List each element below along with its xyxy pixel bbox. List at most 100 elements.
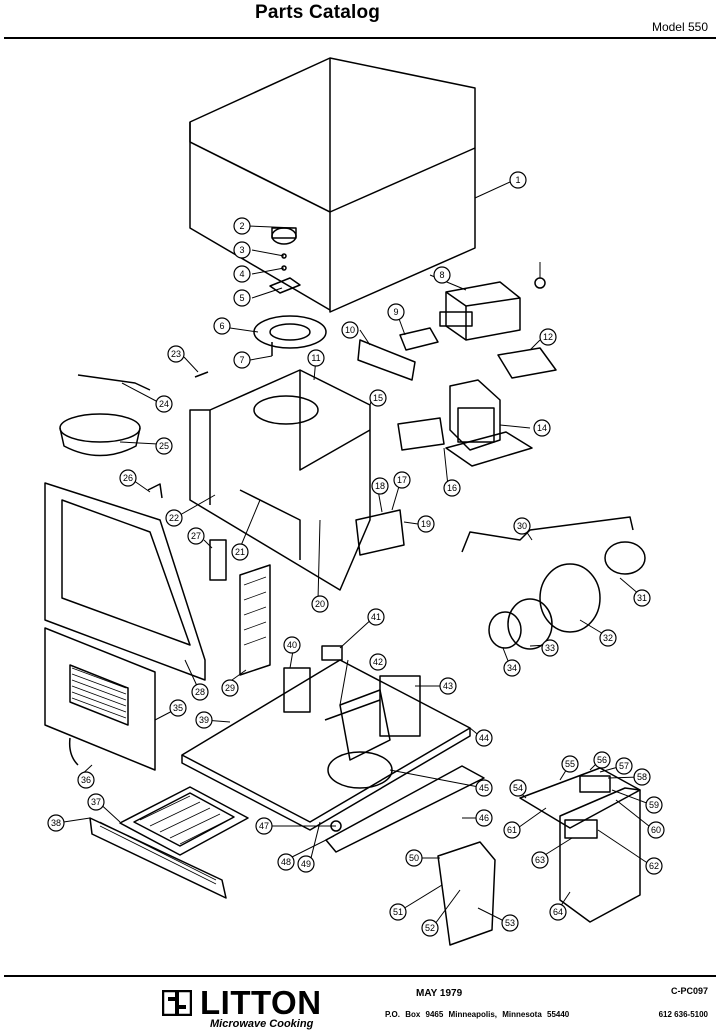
callout-37: 37: [87, 793, 105, 811]
callout-25: 25: [155, 437, 173, 455]
svg-text:62: 62: [649, 861, 659, 871]
svg-text:5: 5: [239, 293, 244, 303]
litton-logo-icon: [162, 990, 192, 1016]
svg-text:29: 29: [225, 683, 235, 693]
callout-8: 8: [433, 266, 451, 284]
callout-20: 20: [311, 595, 329, 613]
svg-text:31: 31: [637, 593, 647, 603]
svg-text:3: 3: [239, 245, 244, 255]
stirrer-motor-assembly: [253, 227, 327, 356]
svg-text:54: 54: [513, 783, 523, 793]
svg-text:42: 42: [373, 657, 383, 667]
svg-text:22: 22: [169, 513, 179, 523]
svg-text:30: 30: [517, 521, 527, 531]
svg-text:52: 52: [425, 923, 435, 933]
svg-text:55: 55: [565, 759, 575, 769]
callout-47: 47: [255, 817, 273, 835]
svg-text:11: 11: [311, 353, 320, 363]
callout-34: 34: [503, 659, 521, 677]
callout-38: 38: [47, 814, 65, 832]
svg-text:40: 40: [287, 640, 297, 650]
callout-41: 41: [367, 608, 385, 626]
callout-14: 14: [533, 419, 551, 437]
brand-name: LITTON: [200, 984, 322, 1021]
svg-text:38: 38: [51, 818, 61, 828]
catalog-code: C-PC097: [670, 986, 708, 996]
svg-text:7: 7: [239, 355, 244, 365]
callout-2: 2: [233, 217, 251, 235]
callout-7: 7: [233, 351, 251, 369]
callout-60: 60: [647, 821, 665, 839]
svg-text:44: 44: [479, 733, 489, 743]
callout-22: 22: [165, 509, 183, 527]
footer-rule: [4, 975, 716, 977]
svg-text:32: 32: [603, 633, 613, 643]
callout-54: 54: [509, 779, 527, 797]
svg-text:53: 53: [505, 918, 515, 928]
svg-text:6: 6: [219, 321, 224, 331]
svg-text:60: 60: [651, 825, 661, 835]
callout-39: 39: [195, 711, 213, 729]
svg-text:28: 28: [195, 687, 205, 697]
svg-text:34: 34: [507, 663, 517, 673]
svg-text:9: 9: [393, 307, 398, 317]
svg-text:15: 15: [373, 393, 383, 403]
callout-26: 26: [119, 469, 137, 487]
power-transformer: [445, 379, 533, 467]
callout-56: 56: [593, 751, 611, 769]
callout-10: 10: [341, 321, 359, 339]
callout-52: 52: [421, 919, 439, 937]
callout-50: 50: [405, 849, 423, 867]
svg-text:33: 33: [545, 643, 555, 653]
callout-29: 29: [221, 679, 239, 697]
svg-text:27: 27: [191, 531, 201, 541]
svg-text:51: 51: [393, 907, 403, 917]
svg-text:41: 41: [371, 612, 381, 622]
svg-text:56: 56: [597, 755, 607, 765]
callout-11: 11: [307, 349, 325, 367]
callout-58: 58: [633, 768, 651, 786]
svg-text:17: 17: [397, 475, 407, 485]
callout-4: 4: [233, 265, 251, 283]
svg-text:35: 35: [173, 703, 183, 713]
callout-1: 1: [509, 171, 527, 189]
svg-text:16: 16: [447, 483, 457, 493]
svg-text:1: 1: [515, 175, 520, 185]
mailing-address: P.O. Box 9465 Minneapolis, Minnesota 554…: [385, 1010, 570, 1019]
svg-text:50: 50: [409, 853, 419, 863]
exploded-parts-diagram: 1 2 3 4 5 6 7 8 9 10 11 12 14 15 16 17 1…: [44, 57, 665, 946]
header-rule: [4, 37, 716, 39]
callout-64: 64: [549, 903, 567, 921]
svg-text:61: 61: [507, 825, 517, 835]
callout-45: 45: [475, 779, 493, 797]
callout-3: 3: [233, 241, 251, 259]
callout-63: 63: [531, 851, 549, 869]
callout-55: 55: [561, 755, 579, 773]
svg-text:43: 43: [443, 681, 453, 691]
door-panel: [44, 627, 156, 771]
callout-62: 62: [645, 857, 663, 875]
svg-text:39: 39: [199, 715, 209, 725]
svg-text:63: 63: [535, 855, 545, 865]
svg-text:47: 47: [259, 821, 269, 831]
svg-text:14: 14: [537, 423, 547, 433]
svg-text:21: 21: [235, 547, 245, 557]
callout-17: 17: [393, 471, 411, 489]
callout-40: 40: [283, 636, 301, 654]
oven-cavity: [189, 369, 371, 591]
callout-46: 46: [475, 809, 493, 827]
svg-text:59: 59: [649, 800, 659, 810]
brand-subtitle: Microwave Cooking: [210, 1018, 314, 1030]
svg-text:19: 19: [421, 519, 431, 529]
callout-12: 12: [539, 328, 557, 346]
door-frame: [44, 482, 206, 681]
callout-19: 19: [417, 515, 435, 533]
callout-24: 24: [155, 395, 173, 413]
svg-text:24: 24: [159, 399, 169, 409]
svg-text:23: 23: [171, 349, 181, 359]
svg-text:4: 4: [239, 269, 244, 279]
page-title: Parts Catalog: [255, 2, 381, 23]
callout-61: 61: [503, 821, 521, 839]
callout-35: 35: [169, 699, 187, 717]
air-filter: [119, 786, 249, 856]
